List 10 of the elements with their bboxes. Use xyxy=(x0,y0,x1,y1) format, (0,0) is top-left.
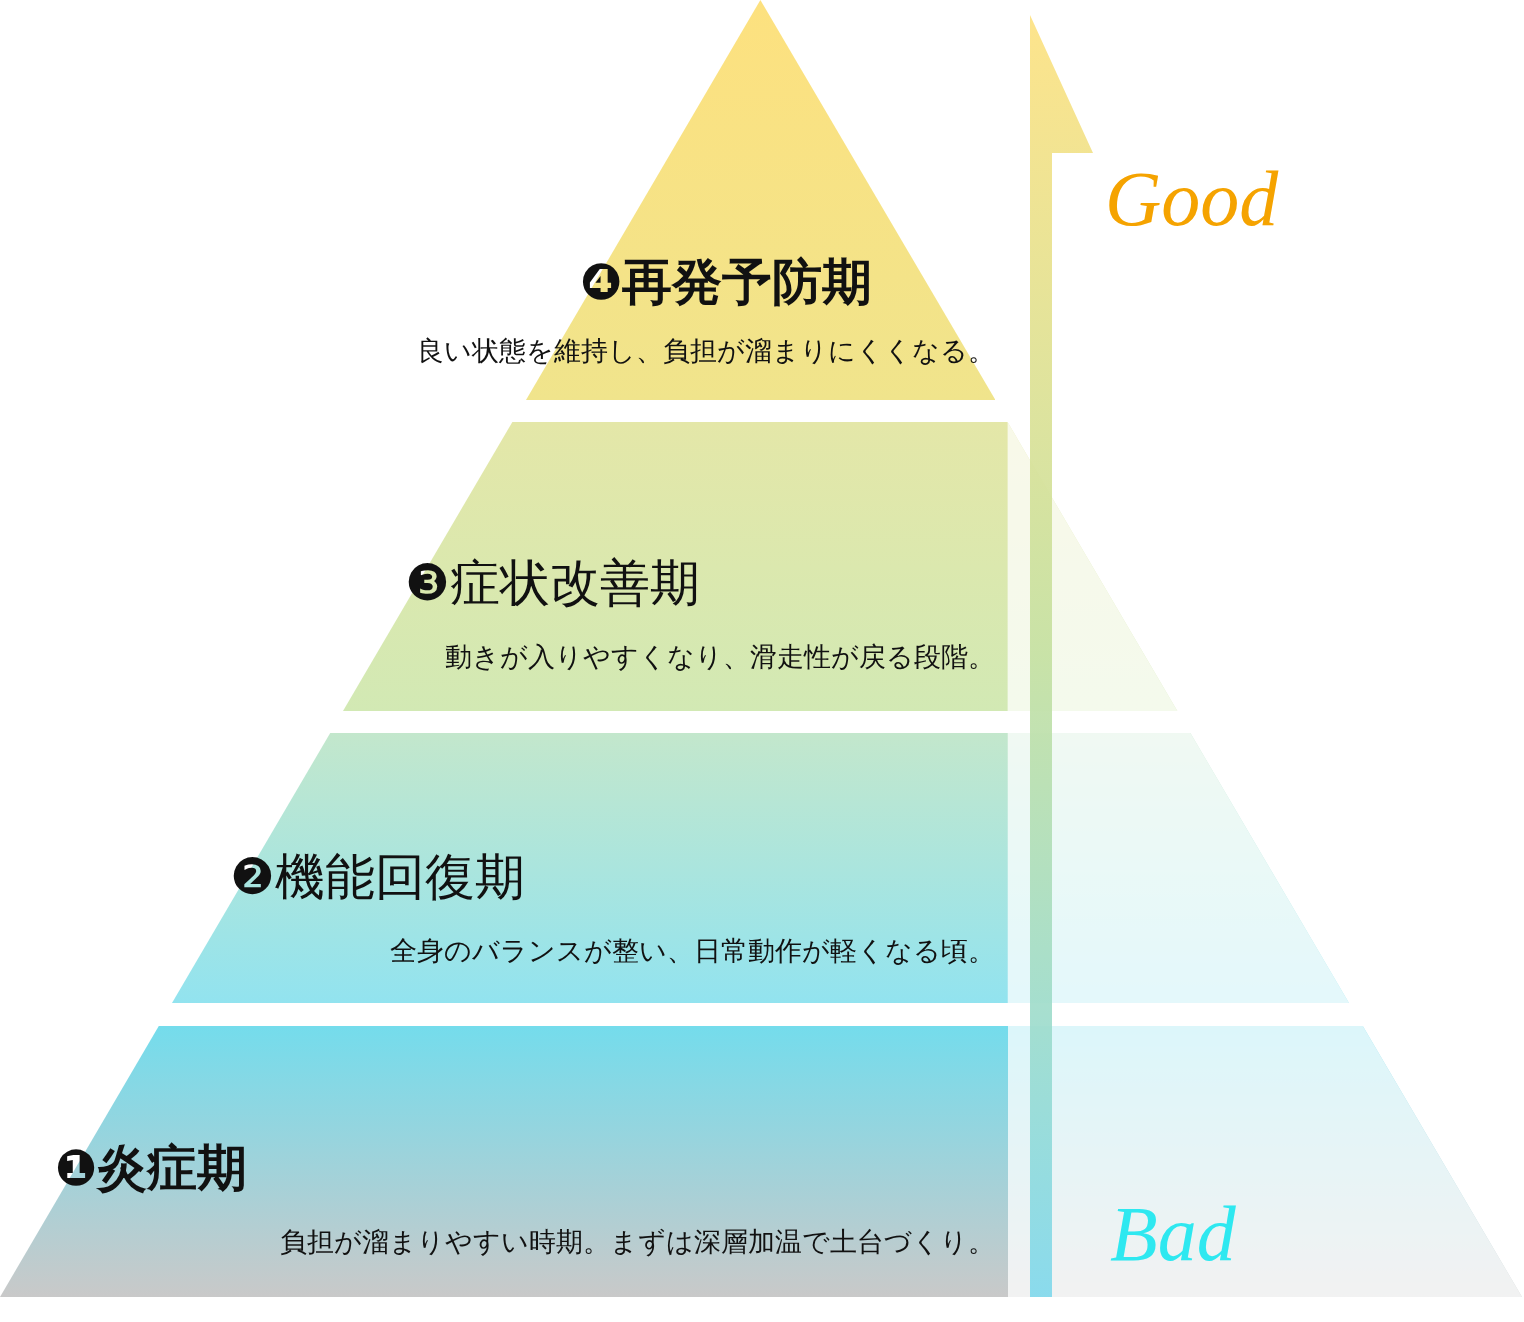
stage-heading: ❹再発予防期 xyxy=(580,255,873,310)
stage-heading: ❷機能回復期 xyxy=(230,850,525,905)
scale-label: Good xyxy=(1105,160,1279,238)
stage-heading: ❶炎症期 xyxy=(55,1141,248,1196)
stage-heading: ❸症状改善期 xyxy=(405,556,700,611)
stage-description: 良い状態を維持し、負担が溜まりにくくなる。 xyxy=(417,335,995,368)
stage-description: 動きが入りやすくなり、滑走性が戻る段階。 xyxy=(445,641,995,674)
scale-label: Bad xyxy=(1110,1195,1236,1273)
stage-description: 負担が溜まりやすい時期。まずは深層加温で土台づくり。 xyxy=(280,1226,995,1259)
stage-description: 全身のバランスが整い、日常動作が軽くなる頃。 xyxy=(390,935,995,968)
